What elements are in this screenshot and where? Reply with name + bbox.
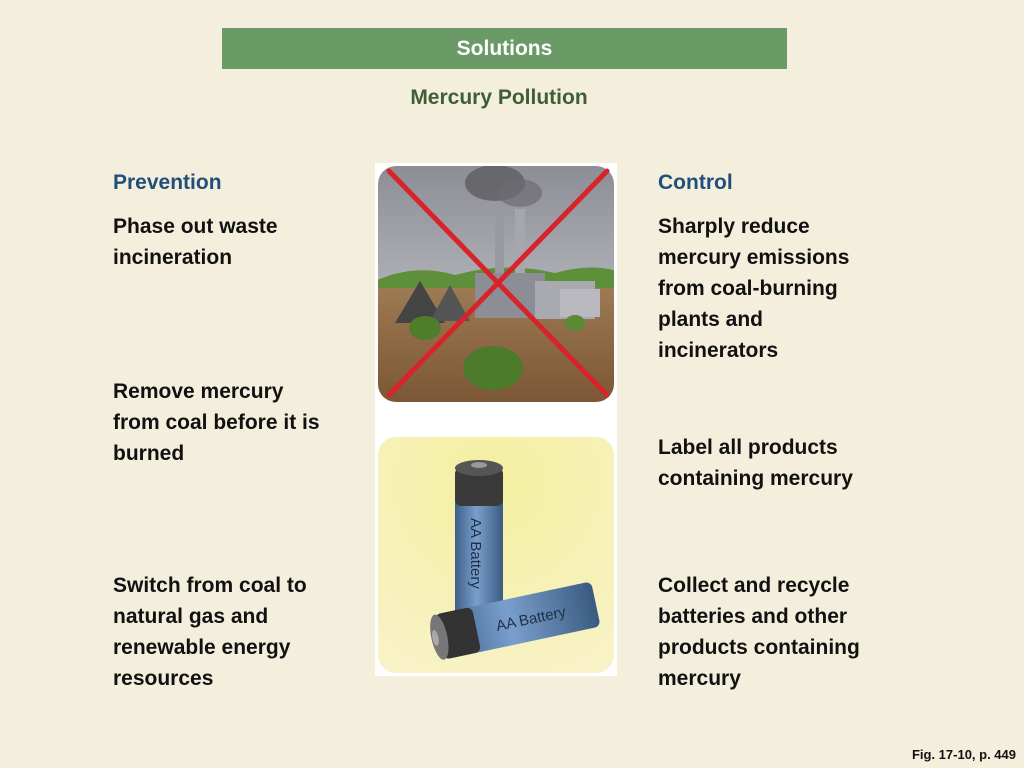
control-heading: Control [658,171,733,194]
aa-battery-icon: AA Battery [430,582,600,660]
banner-title: Solutions [456,36,553,60]
prevention-heading: Prevention [113,171,222,194]
control-item: Collect and recycle batteries and other … [658,574,860,690]
battery-illustration: AA Battery AA Battery [378,437,614,673]
page-subtitle: Mercury Pollution [410,86,588,109]
control-item: Label all products containing mercury [658,436,853,490]
aa-battery-icon: AA Battery [455,460,503,638]
prohibited-x-mark [386,168,610,398]
control-item: Sharply reduce mercury emissions from co… [658,215,850,362]
section-banner: Solutions [222,28,787,69]
prevention-item: Phase out waste incineration [113,215,278,269]
prevention-item: Remove mercury from coal before it is bu… [113,380,320,465]
illustrations: AA Battery AA Battery [378,166,614,673]
battery-label: AA Battery [467,518,484,589]
figure-reference: Fig. 17-10, p. 449 [911,747,1016,762]
prevention-item: Switch from coal to natural gas and rene… [113,574,307,690]
illustration-panel: AA Battery AA Battery [375,163,617,676]
